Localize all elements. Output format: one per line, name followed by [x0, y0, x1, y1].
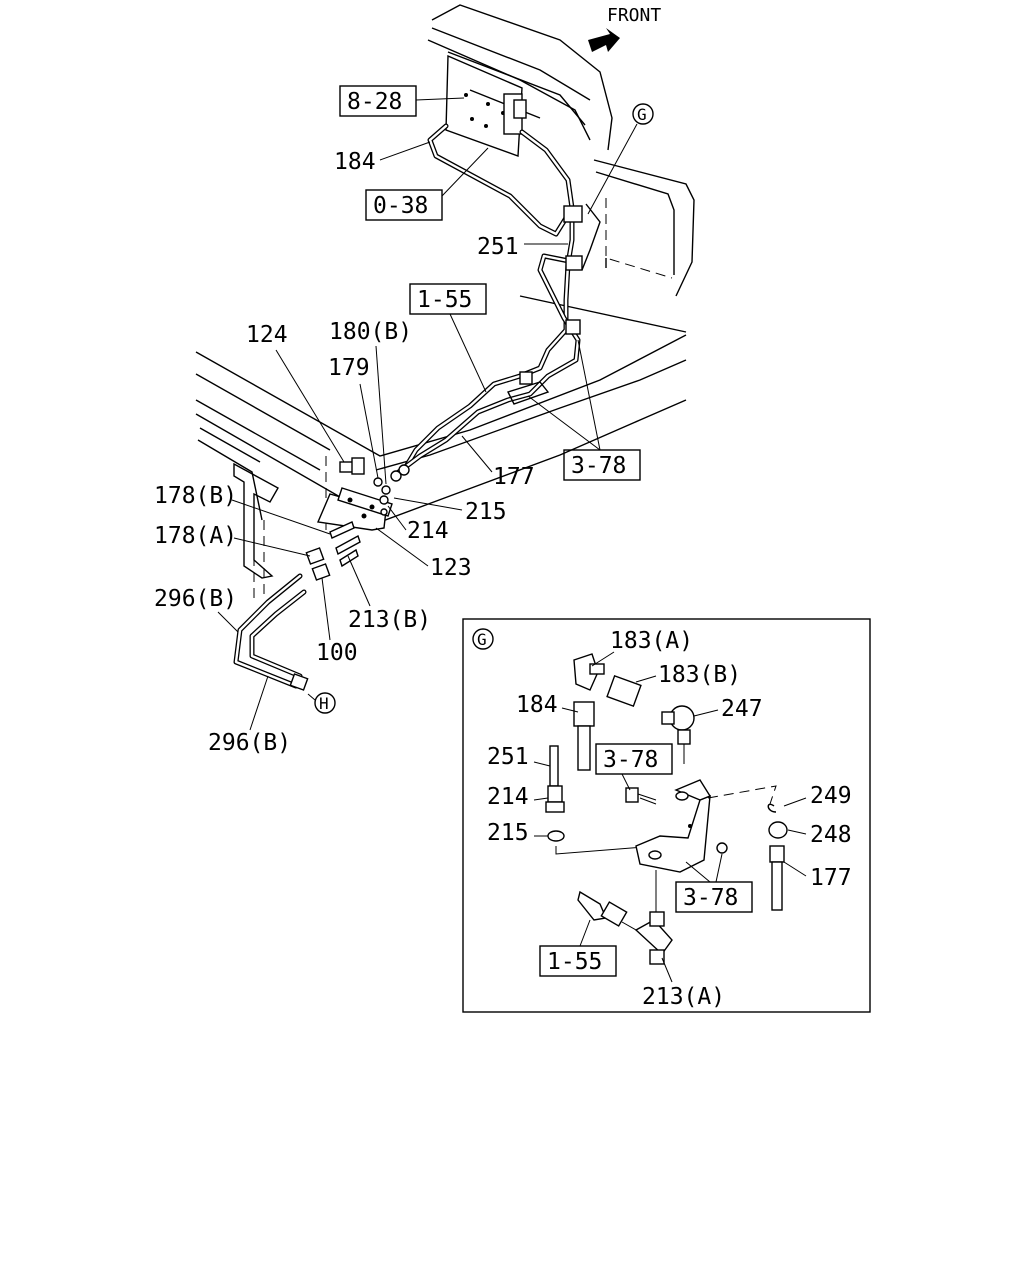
- pipe-bracket-assembly: [233, 457, 393, 691]
- brake-pipes-main: [390, 123, 601, 482]
- ref-3-78-detail-bottom-text: 3-78: [683, 885, 738, 911]
- detail-label-184: 184: [516, 692, 558, 718]
- ref-box-3-78-detail-top[interactable]: 3-78: [595, 743, 673, 791]
- detail-part-labels: 183(A) 183(B) 184 247 251 214 215 249 24…: [487, 628, 852, 1010]
- detail-label-215: 215: [487, 820, 529, 846]
- main-part-labels: 184 251 124 180(B) 179 177 215 214 178(B…: [154, 141, 568, 756]
- detail-label-249: 249: [810, 783, 852, 809]
- label-177: 177: [493, 464, 535, 490]
- label-100: 100: [316, 640, 358, 666]
- ref-box-3-78-main[interactable]: 3-78: [527, 339, 641, 481]
- detail-label-213a: 213(A): [642, 984, 725, 1010]
- detail-label-251: 251: [487, 744, 529, 770]
- label-213b: 213(B): [348, 607, 431, 633]
- detail-label-177: 177: [810, 865, 852, 891]
- detail-label-247: 247: [721, 696, 763, 722]
- detail-label-183a: 183(A): [610, 628, 693, 654]
- front-indicator: FRONT: [588, 5, 661, 52]
- label-251: 251: [477, 234, 519, 260]
- label-180b: 180(B): [329, 319, 412, 345]
- ref-1-55-text: 1-55: [417, 287, 472, 313]
- detail-label-183b: 183(B): [658, 662, 741, 688]
- front-label: FRONT: [607, 5, 661, 26]
- label-296b-top: 296(B): [154, 586, 237, 612]
- detail-view-g-label: G: [477, 630, 487, 649]
- front-arrow-icon: [588, 28, 620, 52]
- ref-box-3-78-detail-bottom[interactable]: 3-78: [675, 853, 753, 913]
- detail-marker-g: G: [587, 103, 654, 215]
- label-123: 123: [430, 555, 472, 581]
- label-178a: 178(A): [154, 523, 237, 549]
- ref-box-1-55[interactable]: 1-55: [409, 283, 487, 393]
- ref-box-0-38[interactable]: 0-38: [365, 147, 489, 221]
- chassis-outline: [195, 4, 695, 600]
- label-214: 214: [407, 518, 449, 544]
- label-178b: 178(B): [154, 483, 237, 509]
- label-296b-bottom: 296(B): [208, 730, 291, 756]
- detail-label-248: 248: [810, 822, 852, 848]
- label-215: 215: [465, 499, 507, 525]
- label-179: 179: [328, 355, 370, 381]
- ref-0-38-text: 0-38: [373, 193, 428, 219]
- detail-label-214: 214: [487, 784, 529, 810]
- ref-1-55-detail-text: 1-55: [547, 949, 602, 975]
- ref-box-8-28[interactable]: 8-28: [339, 85, 465, 117]
- hose-marker-h-label: H: [319, 694, 329, 713]
- detail-view-g: G: [462, 618, 871, 1013]
- ref-3-78-main-text: 3-78: [571, 453, 626, 479]
- label-184: 184: [334, 149, 376, 175]
- label-124: 124: [246, 322, 288, 348]
- hose-marker-h: H: [307, 692, 336, 714]
- ref-3-78-detail-top-text: 3-78: [603, 747, 658, 773]
- detail-marker-g-label: G: [637, 105, 647, 124]
- ref-box-1-55-detail[interactable]: 1-55: [539, 919, 617, 977]
- ref-8-28-text: 8-28: [347, 89, 402, 115]
